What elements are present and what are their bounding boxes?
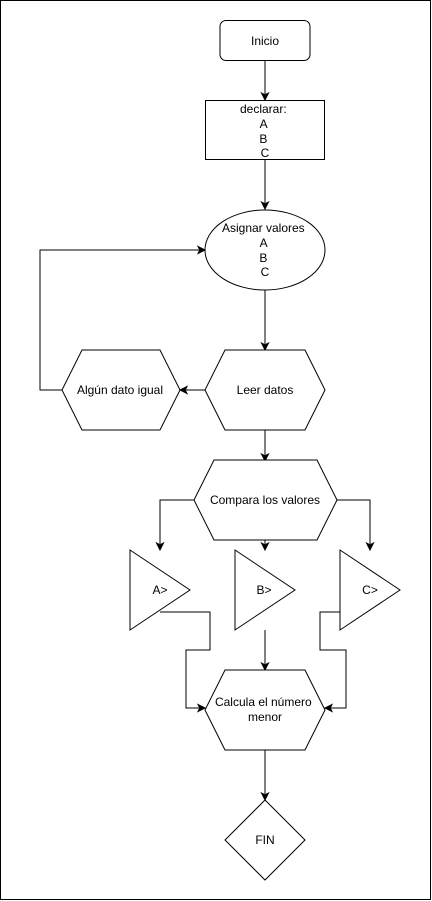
arrowhead-compara-b bbox=[260, 541, 270, 552]
node-igual-label: Algún dato igual bbox=[77, 383, 163, 397]
node-b-mayor[interactable]: B> bbox=[234, 549, 296, 631]
node-fin-label: FIN bbox=[255, 833, 274, 847]
asignar-line-4: C bbox=[261, 265, 270, 279]
arrowhead-leer-compara bbox=[260, 452, 270, 463]
calcula-line-2: menor bbox=[248, 710, 282, 724]
edge-compara-c bbox=[337, 499, 371, 544]
arrowhead-igual-asignar bbox=[196, 245, 207, 255]
asignar-line-2: A bbox=[260, 236, 268, 250]
asignar-ellipse-shape bbox=[204, 209, 326, 291]
calcula-line-1: Calcula el número bbox=[215, 695, 312, 709]
node-compara[interactable]: Compara los valores bbox=[193, 459, 338, 541]
arrowhead-compara-a bbox=[155, 541, 165, 552]
arrowhead-leer-igual bbox=[178, 385, 189, 395]
declarar-line-3: B bbox=[259, 132, 267, 146]
arrowhead-a-calcula bbox=[196, 703, 207, 713]
declarar-line-4: C bbox=[261, 146, 270, 160]
node-declarar[interactable]: declarar: A B C bbox=[205, 100, 325, 161]
leer-hexagon-shape bbox=[204, 349, 326, 431]
node-leer-label: Leer datos bbox=[237, 383, 294, 397]
a-mayor-triangle-shape bbox=[129, 549, 191, 631]
edges bbox=[39, 61, 375, 802]
node-c-mayor-label: C> bbox=[362, 583, 378, 597]
edge-a-calcula bbox=[160, 611, 211, 709]
node-asignar[interactable]: Asignar valores A B C bbox=[204, 209, 326, 291]
compara-hexagon-shape bbox=[193, 459, 338, 541]
node-calcula[interactable]: Calcula el número menor bbox=[204, 669, 326, 751]
arrowhead-inicio-declarar bbox=[260, 91, 270, 102]
start-terminal-shape bbox=[219, 20, 311, 61]
node-declarar-label: declarar: A B C bbox=[240, 102, 290, 160]
c-mayor-triangle-shape bbox=[339, 549, 401, 631]
b-mayor-triangle-shape bbox=[234, 549, 296, 631]
edge-c-calcula bbox=[319, 611, 347, 709]
node-igual[interactable]: Algún dato igual bbox=[61, 349, 181, 431]
node-inicio-label: Inicio bbox=[251, 34, 279, 48]
arrowhead-compara-c bbox=[365, 541, 375, 552]
node-a-mayor-label: A> bbox=[152, 583, 167, 597]
arrowhead-c-calcula bbox=[323, 703, 334, 713]
arrowhead-calcula-fin bbox=[260, 791, 270, 802]
node-calcula-label: Calcula el número menor bbox=[215, 695, 315, 724]
calcula-hexagon-shape bbox=[204, 669, 326, 751]
fin-diamond-shape bbox=[224, 799, 306, 881]
node-fin[interactable]: FIN bbox=[224, 799, 306, 881]
node-c-mayor[interactable]: C> bbox=[339, 549, 401, 631]
declarar-process-shape bbox=[205, 100, 325, 160]
edge-igual-asignar-loop bbox=[39, 249, 199, 391]
arrowhead-asignar-leer bbox=[260, 341, 270, 352]
node-inicio[interactable]: Inicio bbox=[219, 20, 311, 61]
igual-hexagon-shape bbox=[61, 349, 181, 431]
node-asignar-label: Asignar valores A B C bbox=[222, 221, 308, 279]
arrowhead-b-calcula bbox=[260, 661, 270, 672]
node-a-mayor[interactable]: A> bbox=[129, 549, 191, 631]
asignar-line-3: B bbox=[259, 251, 267, 265]
node-leer[interactable]: Leer datos bbox=[204, 349, 326, 431]
declarar-line-2: A bbox=[260, 117, 268, 131]
arrowhead-declarar-asignar bbox=[260, 200, 270, 211]
node-b-mayor-label: B> bbox=[256, 583, 271, 597]
declarar-line-1: declarar: bbox=[240, 102, 287, 116]
node-compara-label: Compara los valores bbox=[210, 493, 320, 507]
asignar-line-1: Asignar valores bbox=[222, 221, 305, 235]
edge-compara-a bbox=[159, 499, 194, 544]
